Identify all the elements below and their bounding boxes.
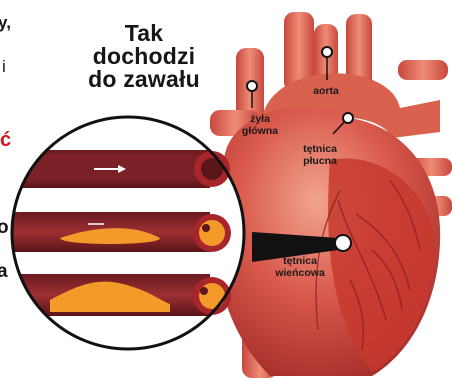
- title-line: Tak: [54, 22, 234, 45]
- label-vena-line1: żyła: [250, 113, 270, 125]
- title-line: do zawału: [54, 68, 234, 91]
- label-coronary-line1: tętnica: [283, 255, 317, 267]
- label-aorta: aorta: [313, 85, 339, 97]
- label-pulmonary-line1: tętnica: [303, 143, 337, 155]
- artery-magnifier: [0, 117, 244, 349]
- cross-section-narrowed: [193, 214, 231, 252]
- title-line: dochodzi: [54, 45, 234, 68]
- infographic-title: Tak dochodzi do zawału: [54, 22, 234, 91]
- label-vena-line2: główna: [242, 125, 278, 137]
- narrowed-artery: [0, 212, 210, 252]
- label-coronary-line2: wieńcowa: [274, 267, 325, 279]
- label-pulmonary-line2: płucna: [303, 155, 337, 167]
